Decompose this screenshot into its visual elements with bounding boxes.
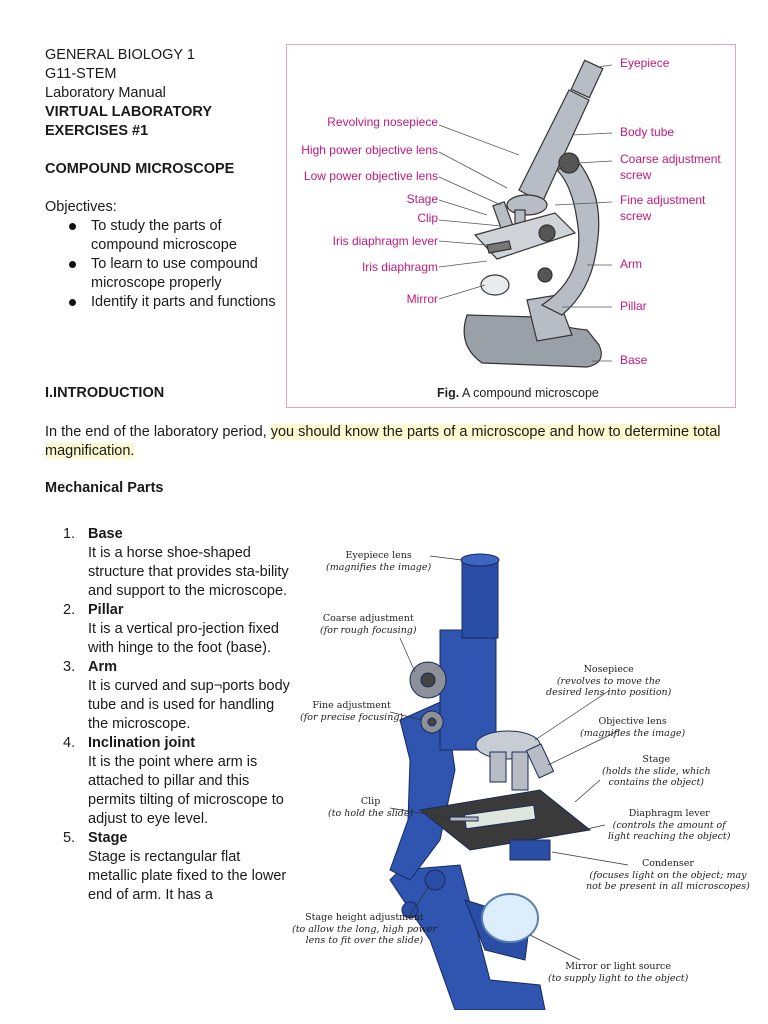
label-high-power-objective: High power objective lens [301,143,438,157]
section-title: COMPOUND MICROSCOPE [45,161,235,177]
objective-item: To learn to use compound microscope prop… [69,255,285,293]
exercise-title-line1: VIRTUAL LABORATORY [45,104,213,120]
objectives: Objectives: To study the parts of compou… [45,198,285,312]
microscope-drawing-gray [438,59,613,368]
document-header: GENERAL BIOLOGY 1 G11-STEM Laboratory Ma… [45,46,285,179]
course-title: GENERAL BIOLOGY 1 [45,47,195,63]
label-clip: Clip(to hold the slide) [328,796,414,819]
figure-compound-microscope: Revolving nosepiece High power objective… [286,44,736,408]
label-eyepiece-lens: Eyepiece lens(magnifies the image) [326,550,432,573]
label-mirror: Mirror [406,292,438,306]
label-mirror-light-source: Mirror or light source(to supply light t… [548,961,689,984]
label-condenser: Condenser(focuses light on the object; m… [586,858,750,892]
label-arm: Arm [620,257,642,271]
label-iris-diaphragm: Iris diaphragm [361,260,438,274]
part-title: Stage [88,830,128,846]
part-title: Arm [88,659,118,675]
microscope-drawing-blue [389,553,629,1010]
label-revolving-nosepiece: Revolving nosepiece [327,115,438,129]
part-description: It is a horse shoe-shaped structure that… [88,545,289,599]
label-iris-diaphragm-lever: Iris diaphragm lever [332,234,438,248]
label-stage-height-adjustment: Stage height adjustment(to allow the lon… [292,912,437,946]
grade-strand: G11-STEM [45,66,117,82]
part-description: It is the point where arm is attached to… [88,754,284,827]
label-base: Base [620,353,648,367]
introduction-heading: I.INTRODUCTION [45,385,165,401]
introduction-text: In the end of the laboratory period, you… [45,423,735,461]
objective-item: Identify it parts and functions [69,293,285,312]
label-coarse-adjustment: Coarse adjustment(for rough focusing) [320,613,417,636]
label-fine-adjustment: Fine adjustment(for precise focusing) [300,700,404,723]
part-title: Base [88,526,123,542]
objectives-list: To study the parts of compound microscop… [45,217,285,312]
mechanical-parts-heading: Mechanical Parts [45,480,164,496]
objective-item: To study the parts of compound microscop… [69,217,285,255]
label-coarse-adjustment-screw: screw [620,168,652,182]
manual-title: Laboratory Manual [45,85,166,101]
label-low-power-objective: Low power objective lens [303,169,438,183]
objectives-heading: Objectives: [45,199,117,215]
part-title: Inclination joint [88,735,196,751]
label-clip: Clip [417,211,438,225]
label-objective-lens: Objective lens(magnifies the image) [580,716,686,739]
exercise-title-line2: EXERCISES #1 [45,123,149,139]
figure-caption: Fig. A compound microscope [437,386,599,400]
part-title: Pillar [88,602,124,618]
label-coarse-adjustment: Coarse adjustment [620,152,721,166]
label-fine-adjustment: Fine adjustment [620,193,706,207]
part-description: It is a vertical pro-jection fixed with … [88,621,279,656]
intro-plain-text: In the end of the laboratory period, [45,424,271,440]
label-eyepiece: Eyepiece [620,56,670,70]
part-description: It is curved and sup¬ports body tube and… [88,678,290,732]
label-stage: Stage [406,192,438,206]
label-fine-adjustment-screw: screw [620,209,652,223]
part-description: Stage is rectangular flat metallic plate… [88,849,287,903]
figure-blue-microscope: Eyepiece lens(magnifies the image) Coars… [290,540,750,1010]
label-pillar: Pillar [620,299,647,313]
label-body-tube: Body tube [620,125,675,139]
